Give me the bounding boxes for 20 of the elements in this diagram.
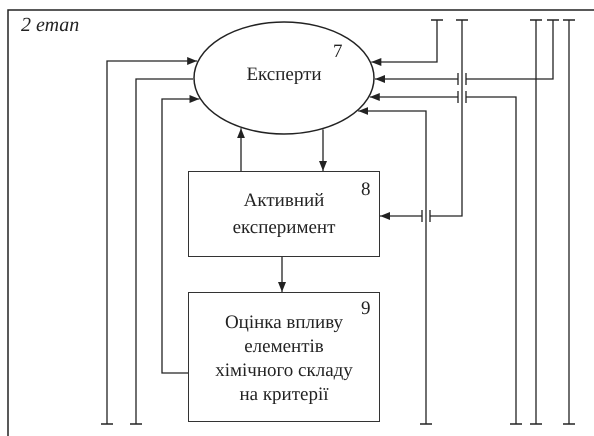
process-box — [188, 171, 380, 257]
node-label: Активний експеримент — [232, 189, 336, 240]
arrow — [278, 257, 286, 292]
arrow — [161, 95, 200, 374]
block-number: 9 — [361, 299, 370, 319]
block-number: 7 — [333, 42, 342, 62]
stage-title: 2 етап — [21, 13, 80, 37]
process-box — [188, 292, 380, 422]
arrow — [237, 128, 245, 171]
arrow — [319, 130, 327, 171]
node-label: Експерти — [245, 63, 323, 87]
arrow — [379, 19, 469, 223]
arrow — [358, 107, 433, 425]
node-label: Оцінка впливу елементів хімічного складу на критерії — [214, 311, 354, 407]
arrow — [371, 19, 444, 66]
arrow — [374, 19, 560, 86]
process-ellipse — [193, 21, 375, 135]
arrow — [369, 90, 523, 425]
block-number: 8 — [361, 180, 370, 200]
arrow — [100, 57, 198, 425]
